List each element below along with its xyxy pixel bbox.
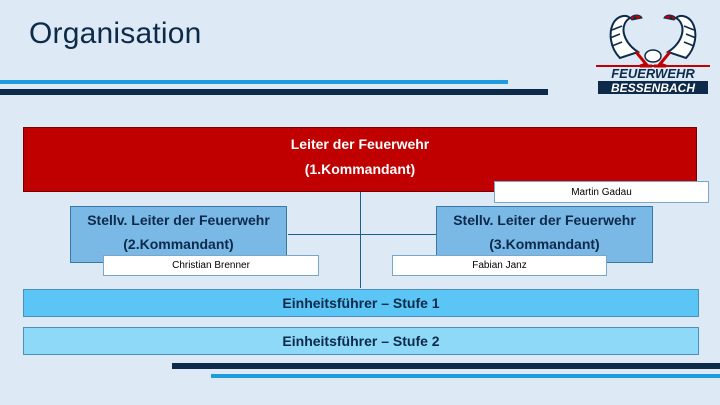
stellv-left-title: Stellv. Leiter der Feuerwehr <box>87 212 270 228</box>
header-accent-bar <box>0 80 508 84</box>
stork-right-icon <box>663 14 697 60</box>
connector-vertical <box>360 192 361 288</box>
footer-dark-bar <box>172 363 720 369</box>
stellv-right-title: Stellv. Leiter der Feuerwehr <box>453 212 636 228</box>
leiter-title: Leiter der Feuerwehr <box>290 136 430 152</box>
stellv-left-box: Stellv. Leiter der Feuerwehr (2.Kommanda… <box>70 206 287 263</box>
leiter-name: Martin Gadau <box>494 181 709 203</box>
page-title: Organisation <box>29 17 202 50</box>
stellv-right-name: Fabian Janz <box>392 255 607 276</box>
stork-left-icon <box>609 14 643 60</box>
stufe-1-box: Einheitsführer – Stufe 1 <box>23 289 699 317</box>
footer-accent-bar <box>211 374 720 378</box>
stellv-left-subtitle: (2.Kommandant) <box>123 236 234 252</box>
fire-department-logo: FEUERWEHR BESSENBACH <box>596 14 710 95</box>
header-dark-bar <box>0 89 548 95</box>
connector-horizontal <box>288 234 436 235</box>
svg-text:FEUERWEHR: FEUERWEHR <box>611 66 695 81</box>
stellv-right-box: Stellv. Leiter der Feuerwehr (3.Kommanda… <box>436 206 653 263</box>
stellv-left-name: Christian Brenner <box>103 255 319 276</box>
svg-text:BESSENBACH: BESSENBACH <box>611 81 695 95</box>
leiter-subtitle: (1.Kommandant) <box>304 161 416 177</box>
stellv-right-subtitle: (3.Kommandant) <box>489 236 600 252</box>
stufe-2-box: Einheitsführer – Stufe 2 <box>23 327 699 355</box>
